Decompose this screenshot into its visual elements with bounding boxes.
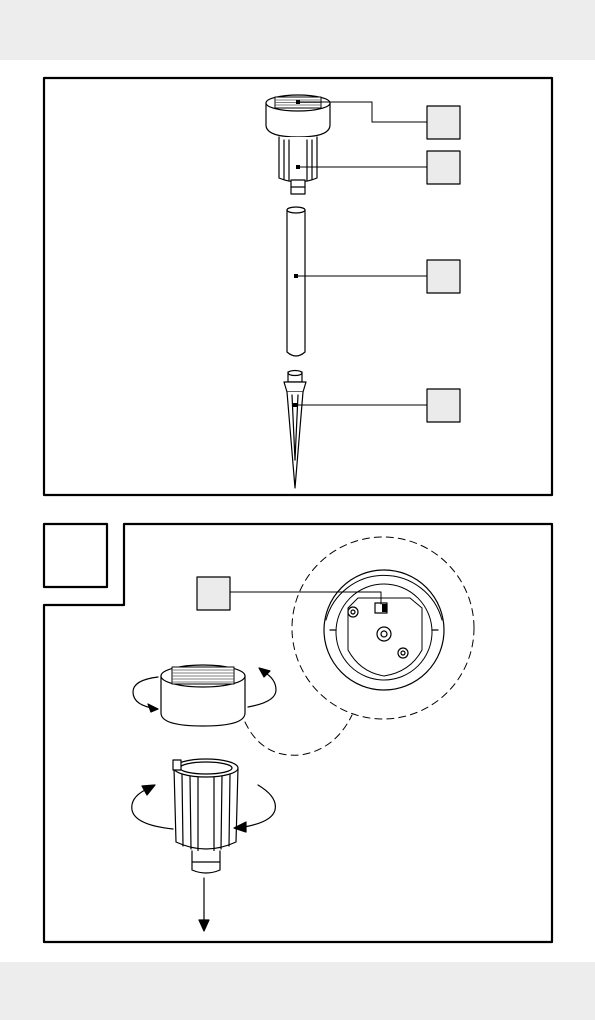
body-rotation-arrow-right-icon [243, 784, 276, 828]
detail-connector [244, 714, 353, 756]
top-band [0, 0, 595, 60]
figure-2-frame [42, 522, 554, 944]
figure-2-label-box [42, 522, 109, 589]
figure-2 [42, 522, 554, 944]
callout-box-3 [426, 259, 461, 294]
callout-box-1 [426, 105, 461, 140]
lamp-body-separated [172, 758, 239, 874]
callout-box-2 [426, 150, 461, 185]
detail-magnifier-circle [291, 536, 475, 720]
lamp-body-part [278, 136, 318, 195]
ground-spike-part [283, 369, 307, 489]
solar-cap-part [265, 94, 331, 138]
body-rotation-arrow-icon [131, 789, 174, 830]
figure-1-frame [42, 76, 554, 497]
leader-line-1 [299, 101, 428, 123]
cap-rotation-arrow-icon [132, 676, 159, 710]
callout-box-battery [196, 576, 231, 611]
solar-cap-separated [160, 664, 246, 727]
tube-part [286, 206, 306, 357]
bottom-band [0, 962, 595, 1020]
cap-rotation-arrow-right-icon [247, 671, 277, 708]
callout-box-4 [426, 388, 461, 423]
cap-underside-detail [323, 569, 445, 691]
figure-1 [42, 76, 554, 497]
